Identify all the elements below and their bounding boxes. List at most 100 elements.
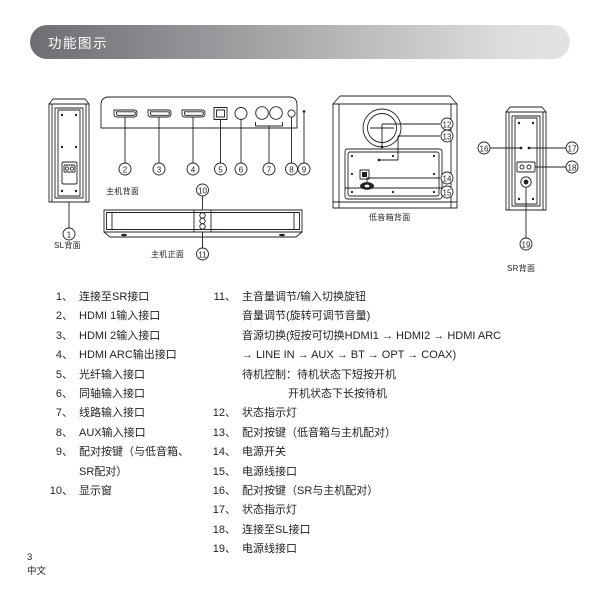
- subwoofer-drawing: [332, 95, 458, 209]
- legend-item-detail-line: 待机控制：待机状态下短按开机: [242, 368, 396, 381]
- legend-item-detail-line: → LINE IN → AUX → BT → OPT → COAX): [242, 349, 457, 362]
- callout-5: 5: [214, 162, 227, 176]
- legend-item-label: 显示窗: [79, 485, 112, 498]
- section-header-bar: 功能图示: [30, 25, 570, 59]
- callout-19-number: 19: [522, 240, 531, 249]
- callout-6-number: 6: [239, 165, 244, 174]
- legend-item-label: 连接至SR接口: [79, 291, 150, 303]
- legend-item: 18、连接至SL接口: [212, 521, 572, 540]
- callout-14-number: 14: [443, 174, 452, 183]
- callout-13: 13: [440, 129, 454, 143]
- callout-7: 7: [262, 162, 276, 176]
- caption-subwoofer-rear: 低音箱背面: [369, 213, 411, 222]
- callout-12-number: 12: [443, 120, 452, 129]
- caption-main-front: 主机正面: [151, 250, 185, 259]
- legend-item-label: 状态指示灯: [242, 504, 297, 517]
- page-title: 功能图示: [48, 36, 108, 51]
- legend-item: 10、显示窗: [49, 482, 214, 501]
- legend-item: 4、 HDMI ARC输出接口: [49, 346, 214, 365]
- legend-list-right: 11、主音量调节/输入切换旋钮音量调节(旋转可调节音量) 音源切换(短按可切换HD…: [212, 288, 572, 560]
- callout-7-number: 7: [267, 165, 272, 174]
- callout-1: 1: [62, 227, 76, 241]
- legend-item: 11、主音量调节/输入切换旋钮: [212, 288, 572, 307]
- callout-17-number: 17: [568, 144, 577, 153]
- legend-item-label: 主音量调节/输入切换旋钮: [242, 291, 367, 303]
- legend-item-number: 13、: [212, 426, 236, 439]
- callout-14: 14: [440, 171, 454, 185]
- rear-panel-leader-lines: [124, 113, 305, 163]
- legend-item-number: 18、: [212, 523, 236, 536]
- callout-10-number: 10: [198, 186, 207, 195]
- legend-item-number: 5、: [55, 368, 73, 381]
- caption-sr-rear: SR背面: [507, 264, 536, 273]
- legend-item-label: AUX输入接口: [79, 426, 146, 439]
- sl-speaker-drawing: [48, 98, 90, 228]
- product-diagram-svg: 1: [48, 95, 579, 261]
- legend-item-number: 1、: [55, 291, 73, 303]
- callout-3: 3: [152, 162, 166, 176]
- sr-speaker-drawing: [490, 106, 566, 238]
- legend-item-label: 连接至SL接口: [242, 523, 311, 536]
- callout-11-number: 11: [198, 250, 207, 259]
- legend-item-number: 6、: [55, 388, 73, 401]
- legend-item-number: 8、: [55, 426, 73, 439]
- legend-item-label: 同轴输入接口: [79, 388, 145, 401]
- legend-item-number: 17、: [212, 504, 236, 517]
- callout-15: 15: [440, 185, 454, 199]
- legend-item-number: 14、: [212, 446, 236, 459]
- legend-item: 3、HDMI 2输入接口: [49, 327, 214, 346]
- caption-sl-rear: SL背面: [54, 241, 81, 250]
- legend-item-label: 配对按键（与低音箱、: [79, 446, 189, 459]
- legend-item-number: 16、: [212, 485, 236, 498]
- legend-item-number: 4、: [55, 349, 73, 362]
- legend-item-label: 电源线接口: [242, 543, 297, 556]
- legend-item: 14、电源开关: [212, 443, 572, 462]
- callout-17: 17: [565, 141, 579, 155]
- callout-9-number: 9: [302, 165, 307, 174]
- footer-language: 中文: [27, 566, 47, 577]
- footer-page-number: 3: [27, 552, 33, 563]
- callout-9: 9: [297, 162, 311, 176]
- callout-2-number: 2: [123, 165, 128, 174]
- callout-4-number: 4: [191, 165, 196, 174]
- callout-13-number: 13: [443, 132, 452, 141]
- legend-item-label: HDMI ARC输出接口: [79, 349, 177, 362]
- callout-2: 2: [118, 162, 132, 176]
- legend-item-label: 线路输入接口: [79, 407, 145, 420]
- legend-item: 9、配对按键（与低音箱、: [49, 443, 214, 462]
- legend-item-detail-line: 音量调节(旋转可调节音量): [242, 310, 371, 323]
- legend-item-number: 12、: [212, 407, 236, 420]
- legend-item-label: 光纤输入接口: [79, 368, 145, 381]
- legend-item-detail-line: 音源切换(短按可切换HDMI1 → HDMI2 → HDMI ARC: [242, 329, 502, 342]
- soundbar-rear-panel-drawing: [100, 96, 306, 129]
- legend-item-number: 19、: [212, 543, 236, 556]
- legend-item: 17、状态指示灯: [212, 501, 572, 520]
- legend-item: 2、HDMI 1输入接口: [49, 307, 214, 326]
- callout-8-number: 8: [289, 165, 294, 174]
- callout-6: 6: [234, 162, 248, 176]
- callout-11: 11: [196, 247, 209, 261]
- callout-10: 10: [196, 183, 209, 197]
- callout-8: 8: [285, 162, 298, 176]
- legend-item: 13、配对按键（低音箱与主机配对）: [212, 424, 572, 443]
- legend-item-number: 10、: [49, 485, 73, 498]
- legend-item: 16、配对按键（SR与主机配对）: [212, 482, 572, 501]
- callout-19: 19: [519, 237, 533, 251]
- legend-item-number: 7、: [55, 407, 73, 420]
- legend-item: 15、电源线接口: [212, 463, 572, 482]
- legend-item-label: 配对按键（SR与主机配对）: [242, 485, 379, 498]
- callout-4: 4: [186, 162, 200, 176]
- legend-item-continuation: SR配对）: [79, 465, 128, 478]
- caption-main-rear: 主机背面: [106, 187, 140, 196]
- legend-item: 7、线路输入接口: [49, 404, 214, 423]
- product-diagram-group: 1: [0, 78, 600, 278]
- legend-item-label: 状态指示灯: [242, 407, 297, 420]
- legend-item-label: HDMI 1输入接口: [79, 310, 161, 323]
- legend-item-number: 3、: [55, 329, 73, 342]
- soundbar-front-drawing: [103, 196, 303, 248]
- callout-18: 18: [565, 160, 579, 174]
- legend-item-number: 9、: [55, 446, 73, 459]
- callout-15-number: 15: [443, 188, 452, 197]
- page-footer: 3 中文: [27, 551, 46, 579]
